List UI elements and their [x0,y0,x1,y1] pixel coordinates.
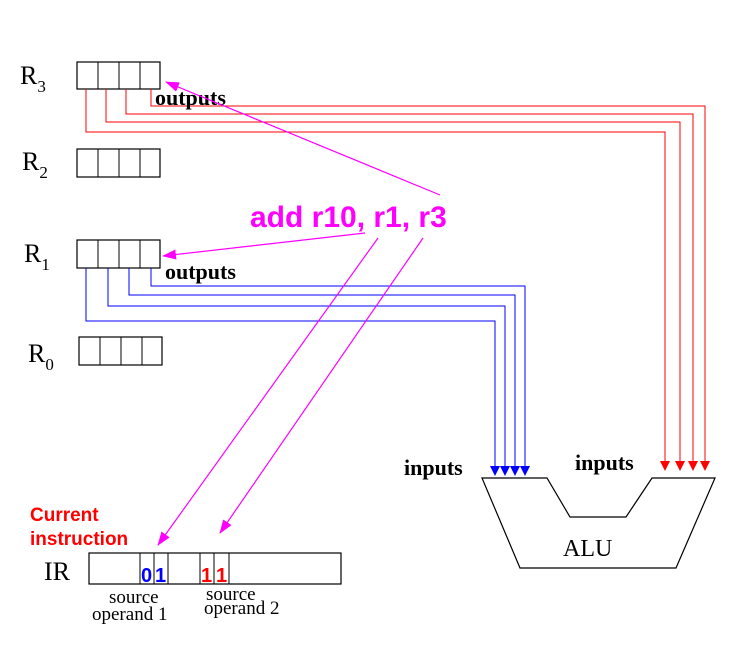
alu-right-inputs-label: inputs [575,450,634,475]
alu-shape [481,477,716,569]
register-r0 [78,336,163,366]
ir-label: IR [44,557,71,586]
source2-bit-low: 1 [216,565,227,587]
alu-left-inputs-label: inputs [404,455,463,480]
source-operand-1-label-line2: operand 1 [92,604,167,625]
current-instruction-label-line1: Current [30,505,99,526]
source2-bit-high: 1 [201,565,212,587]
instruction-register [88,552,342,585]
register-r0-label: R0 [28,339,54,374]
source1-bit-low: 1 [155,565,166,587]
source1-bit-high: 0 [141,565,152,587]
alu-label: ALU [563,536,612,562]
register-r3 [76,61,161,90]
source-operand-2-label-line1: source [206,584,256,605]
source-operand-2-label-line2: operand 2 [204,598,279,619]
instruction-arrows [157,81,441,546]
register-r2-label: R2 [22,147,48,182]
register-r2 [76,148,161,178]
r1-output-wires [85,268,530,476]
register-r3-label: R3 [20,61,46,96]
source-operand-1-label-line1: source [109,587,159,608]
r1-outputs-label: outputs [165,259,236,284]
r3-output-wires [85,89,710,471]
r3-outputs-label: outputs [155,85,226,110]
register-r1 [76,239,161,269]
current-instruction-label-line2: instruction [30,529,128,550]
instruction-text: add r10, r1, r3 [250,201,447,234]
register-r1-label: R1 [24,239,50,274]
